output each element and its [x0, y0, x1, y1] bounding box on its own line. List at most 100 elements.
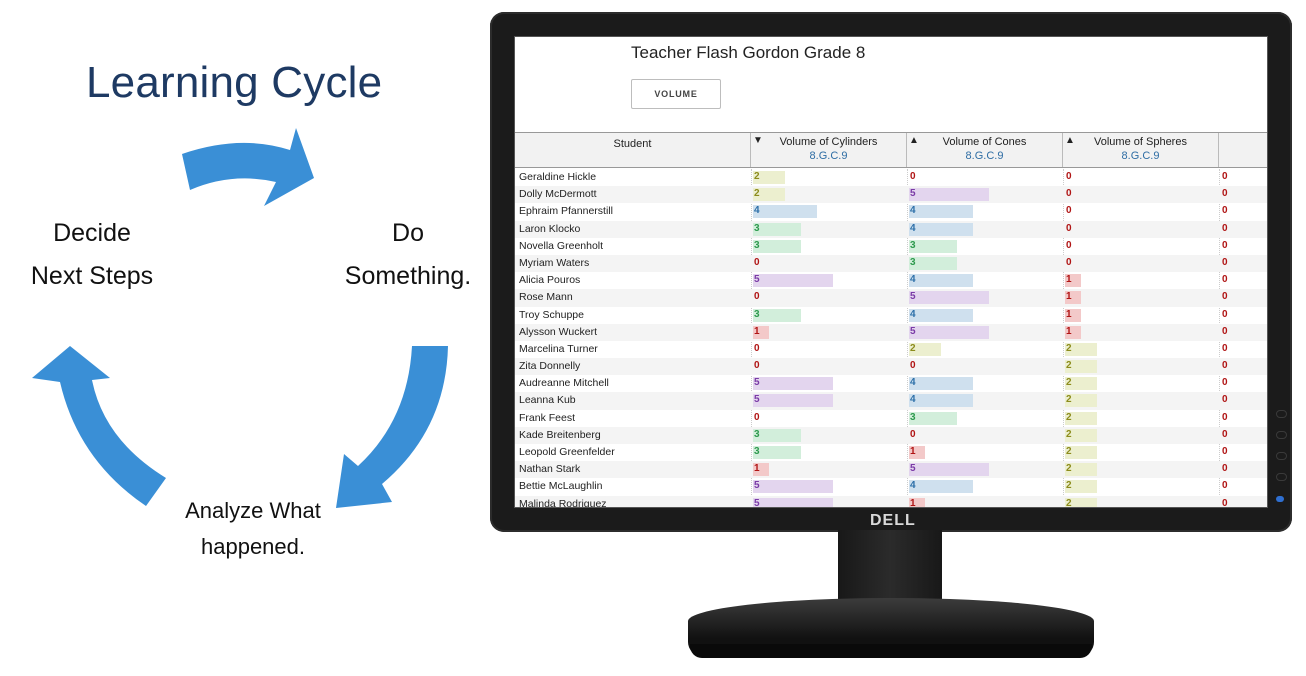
score-bar: [753, 205, 817, 219]
student-name[interactable]: Dolly McDermott: [519, 188, 597, 201]
score-bar: [909, 325, 989, 339]
score-value: 0: [1066, 205, 1072, 217]
column-header-cones[interactable]: ▲ Volume of Cones 8.G.C.9: [907, 133, 1063, 167]
student-name[interactable]: Leopold Greenfelder: [519, 446, 615, 458]
score-value: 0: [1222, 428, 1228, 440]
score-bar: [753, 446, 801, 459]
score-bar: [909, 256, 957, 270]
score-value: 3: [910, 411, 916, 423]
score-bar: [753, 188, 785, 202]
score-bar: [753, 325, 769, 339]
score-bar: [753, 239, 801, 253]
student-name[interactable]: Malinda Rodriguez: [519, 497, 607, 508]
column-header-extra: [1219, 133, 1267, 167]
score-value: 5: [754, 377, 760, 389]
score-bar: [909, 446, 925, 459]
sort-asc-icon[interactable]: ▲: [1065, 135, 1075, 146]
score-bar: [1065, 446, 1097, 459]
score-value: 0: [910, 428, 916, 440]
score-value: 0: [910, 171, 916, 182]
score-value: 2: [754, 188, 760, 200]
column-header-spheres[interactable]: ▲ Volume of Spheres 8.G.C.9: [1063, 133, 1219, 167]
student-name[interactable]: Alicia Pouros: [519, 274, 581, 287]
page-title: Teacher Flash Gordon Grade 8: [631, 43, 866, 62]
score-value: 3: [754, 308, 760, 320]
student-name[interactable]: Ephraim Pfannerstill: [519, 205, 613, 218]
score-value: 0: [1222, 205, 1228, 217]
standard-code-link[interactable]: 8.G.C.9: [809, 150, 848, 162]
monitor-button-icon[interactable]: [1276, 473, 1287, 481]
decide-next-steps-label: Decide Next Steps: [30, 219, 154, 290]
score-bar: [753, 222, 801, 236]
monitor-button-icon[interactable]: [1276, 431, 1287, 439]
score-bar: [909, 411, 957, 425]
power-led-icon[interactable]: [1276, 496, 1284, 502]
cycle-arrow-left-icon: [32, 346, 166, 506]
score-bar: [909, 188, 989, 202]
student-name[interactable]: Kade Breitenberg: [519, 428, 601, 441]
score-value: 2: [910, 342, 916, 354]
student-name[interactable]: Leanna Kub: [519, 394, 576, 407]
sort-asc-icon[interactable]: ▲: [909, 135, 919, 146]
volume-button[interactable]: VOLUME: [631, 79, 721, 109]
student-name[interactable]: Geraldine Hickle: [519, 171, 597, 183]
score-bar: [1065, 497, 1097, 507]
student-name[interactable]: Frank Feest: [519, 411, 576, 424]
student-name[interactable]: Myriam Waters: [519, 256, 590, 269]
score-value: 4: [754, 205, 760, 217]
student-name[interactable]: Novella Greenholt: [519, 239, 604, 252]
monitor-button-icon[interactable]: [1276, 452, 1287, 460]
sort-desc-icon[interactable]: ▼: [753, 135, 763, 146]
score-bar: [1065, 463, 1097, 477]
standard-code-link[interactable]: 8.G.C.9: [1121, 150, 1160, 162]
score-bar: [753, 308, 801, 322]
score-bar: [753, 394, 833, 408]
score-value: 0: [910, 360, 916, 372]
student-name[interactable]: Nathan Stark: [519, 463, 581, 476]
score-value: 0: [1222, 171, 1228, 182]
score-value: 4: [910, 274, 916, 286]
student-name[interactable]: Zita Donnelly: [519, 360, 581, 373]
monitor-button-icon[interactable]: [1276, 410, 1287, 418]
score-value: 0: [1066, 171, 1072, 182]
standard-code-link[interactable]: 8.G.C.9: [965, 150, 1004, 162]
score-value: 0: [1222, 411, 1228, 423]
score-bar: [753, 463, 769, 477]
column-header-student[interactable]: Student: [515, 133, 751, 167]
student-name[interactable]: Troy Schuppe: [519, 308, 584, 321]
score-value: 2: [1066, 394, 1072, 406]
score-value: 1: [754, 325, 760, 337]
student-name[interactable]: Rose Mann: [519, 291, 573, 304]
student-name[interactable]: Laron Klocko: [519, 222, 581, 235]
column-header-cylinders[interactable]: ▼ Volume of Cylinders 8.G.C.9: [751, 133, 907, 167]
student-name[interactable]: Alysson Wuckert: [519, 325, 597, 338]
score-value: 2: [1066, 360, 1072, 372]
student-name[interactable]: Bettie McLaughlin: [519, 480, 603, 493]
analyze-label: Analyze What happened.: [185, 498, 321, 559]
score-value: 0: [1222, 377, 1228, 389]
student-name[interactable]: Audreanne Mitchell: [519, 377, 609, 390]
student-name[interactable]: Marcelina Turner: [519, 342, 598, 355]
table-header: Student ▼ Volume of Cylinders 8.G.C.9 ▲ …: [515, 132, 1267, 168]
